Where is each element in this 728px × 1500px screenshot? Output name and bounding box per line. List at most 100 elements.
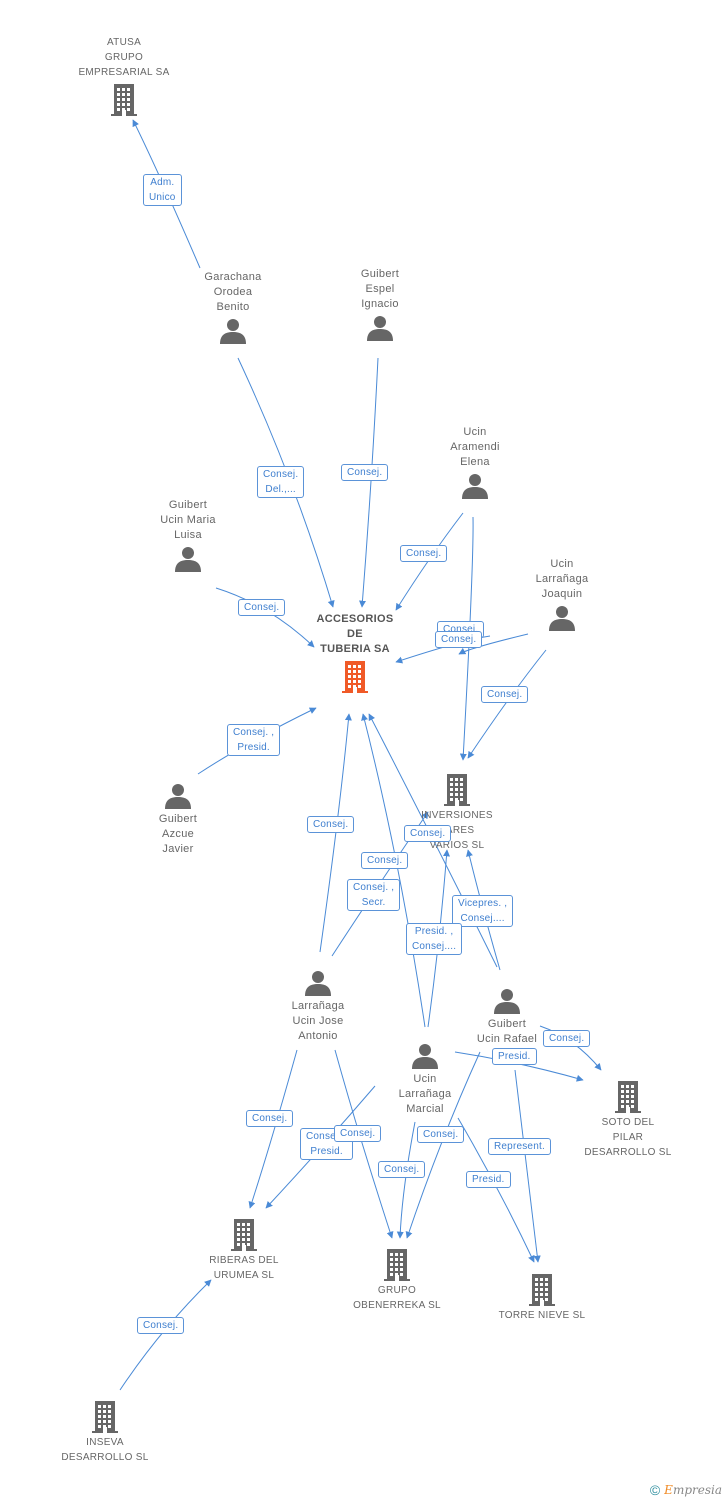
copyright-symbol: © — [649, 1482, 661, 1498]
edge-label-22[interactable]: Represent. — [488, 1138, 551, 1155]
edge-label-2[interactable]: Consej. — [341, 464, 389, 481]
person-icon-wrap — [168, 317, 298, 345]
node-atusa[interactable]: ATUSA GRUPO EMPRESARIAL SA — [59, 35, 189, 118]
node-inversiones[interactable]: INVERSIONES PARES VARIOS SL — [392, 770, 522, 853]
building-icon-wrap — [179, 1217, 309, 1251]
edge-label-23[interactable]: Presid. — [466, 1171, 511, 1188]
building-icon-wrap — [332, 1247, 462, 1281]
node-label: INSEVA DESARROLLO SL — [61, 1437, 149, 1463]
edge-line-2 — [359, 357, 379, 608]
building-icon-wrap — [563, 1079, 693, 1113]
edge-label-14[interactable]: Presid. , Consej.... — [406, 923, 463, 955]
building-icon — [231, 1219, 257, 1251]
edge-label-8[interactable]: Consej. , Presid. — [227, 724, 281, 756]
node-guibert-espel[interactable]: Guibert Espel Ignacio — [315, 267, 445, 344]
building-icon — [92, 1401, 118, 1433]
node-soto[interactable]: SOTO DEL PILAR DESARROLLO SL — [563, 1077, 693, 1160]
node-ucin-aramendi[interactable]: Ucin Aramendi Elena — [410, 425, 540, 502]
building-icon — [529, 1274, 555, 1306]
building-icon-wrap — [392, 772, 522, 806]
edge-label-1[interactable]: Consej. Del.,... — [257, 466, 305, 498]
edge-label-3[interactable]: Consej. — [400, 545, 448, 562]
node-label: GRUPO OBENERREKA SL — [353, 1285, 441, 1311]
edge-label-7[interactable]: Consej. — [481, 686, 529, 703]
edge-line-23 — [514, 1069, 541, 1263]
person-icon — [549, 606, 575, 631]
person-icon — [462, 474, 488, 499]
edge-label-9[interactable]: Consej. — [307, 816, 355, 833]
footer: © Empresia — [650, 1482, 722, 1498]
edge-label-10[interactable]: Consej. — [361, 852, 409, 869]
node-label: ACCESORIOS DE TUBERIA SA — [316, 613, 394, 655]
edge-label-15[interactable]: Consej. — [543, 1030, 591, 1047]
person-icon-wrap — [442, 987, 572, 1015]
node-riberas[interactable]: RIBERAS DEL URUMEA SL — [179, 1215, 309, 1283]
node-obenerreka[interactable]: GRUPO OBENERREKA SL — [332, 1245, 462, 1313]
edge-label-0[interactable]: Adm. Unico — [143, 174, 182, 206]
node-label: Guibert Ucin Rafael — [476, 1018, 538, 1045]
edge-label-20[interactable]: Consej. — [417, 1126, 465, 1143]
edge-label-6[interactable]: Consej. — [435, 631, 483, 648]
node-guibert-azcue[interactable]: Guibert Azcue Javier — [113, 780, 243, 857]
person-icon-wrap — [123, 545, 253, 573]
person-icon-wrap — [360, 1042, 490, 1070]
node-ucin-larranaga-marcial[interactable]: Ucin Larrañaga Marcial — [360, 1040, 490, 1117]
building-icon — [342, 661, 368, 693]
node-label: INVERSIONES PARES VARIOS SL — [421, 810, 493, 851]
edge-line-24 — [457, 1117, 535, 1263]
edge-line-10 — [319, 713, 352, 953]
edge-label-12[interactable]: Consej. , Secr. — [347, 879, 401, 911]
edge-line-19 — [334, 1049, 394, 1239]
node-larranaga-ucin-jose[interactable]: Larrañaga Ucin Jose Antonio — [253, 967, 383, 1044]
person-icon — [367, 316, 393, 341]
edge-label-13[interactable]: Vicepres. , Consej.... — [452, 895, 514, 927]
building-icon — [384, 1249, 410, 1281]
node-garachana[interactable]: Garachana Orodea Benito — [168, 270, 298, 347]
person-icon — [175, 547, 201, 572]
building-icon — [444, 774, 470, 806]
node-label: TORRE NIEVE SL — [498, 1310, 586, 1321]
edge-line-5 — [459, 516, 474, 761]
edge-label-21[interactable]: Consej. — [378, 1161, 426, 1178]
building-icon-wrap — [40, 1399, 170, 1433]
edge-label-4[interactable]: Consej. — [238, 599, 286, 616]
person-icon — [165, 784, 191, 809]
node-inseva[interactable]: INSEVA DESARROLLO SL — [40, 1397, 170, 1465]
brand-name: mpresia — [672, 1483, 722, 1497]
node-label: RIBERAS DEL URUMEA SL — [209, 1255, 279, 1281]
node-label: Ucin Aramendi Elena — [450, 426, 500, 468]
edge-line-25 — [119, 1279, 212, 1391]
building-icon — [111, 84, 137, 116]
node-label: SOTO DEL PILAR DESARROLLO SL — [584, 1117, 672, 1158]
node-label: Guibert Azcue Javier — [158, 813, 198, 855]
building-icon-wrap — [59, 82, 189, 116]
person-icon — [412, 1044, 438, 1069]
node-label: Ucin Larrañaga Marcial — [398, 1073, 452, 1115]
node-guibert-ucin-rafael[interactable]: Guibert Ucin Rafael — [442, 985, 572, 1047]
node-label: Larrañaga Ucin Jose Antonio — [291, 1000, 345, 1042]
person-icon — [305, 971, 331, 996]
node-label: Garachana Orodea Benito — [204, 271, 262, 313]
node-label: Guibert Ucin Maria Luisa — [160, 499, 216, 541]
person-icon-wrap — [410, 472, 540, 500]
building-icon-wrap — [290, 659, 420, 693]
edge-line-7 — [458, 633, 529, 655]
node-ucin-larranaga-joaquin[interactable]: Ucin Larrañaga Joaquin — [497, 557, 627, 634]
node-label: ATUSA GRUPO EMPRESARIAL SA — [78, 37, 170, 78]
building-icon-wrap — [477, 1272, 607, 1306]
edge-label-17[interactable]: Consej. — [246, 1110, 294, 1127]
edge-line-22 — [396, 1121, 416, 1239]
person-icon-wrap — [497, 604, 627, 632]
empresia-logo[interactable]: Empresia — [664, 1483, 722, 1497]
person-icon — [220, 319, 246, 344]
edge-line-18 — [248, 1049, 298, 1209]
brand-initial: E — [664, 1483, 673, 1497]
node-torre-nieve[interactable]: TORRE NIEVE SL — [477, 1270, 607, 1323]
person-icon-wrap — [113, 782, 243, 810]
edge-label-19[interactable]: Consej. — [334, 1125, 382, 1142]
edge-label-11[interactable]: Consej. — [404, 825, 452, 842]
edge-label-16[interactable]: Presid. — [492, 1048, 537, 1065]
node-guibert-ucin-maria[interactable]: Guibert Ucin Maria Luisa — [123, 498, 253, 575]
node-accesorios[interactable]: ACCESORIOS DE TUBERIA SA — [290, 612, 420, 695]
edge-label-24[interactable]: Consej. — [137, 1317, 185, 1334]
